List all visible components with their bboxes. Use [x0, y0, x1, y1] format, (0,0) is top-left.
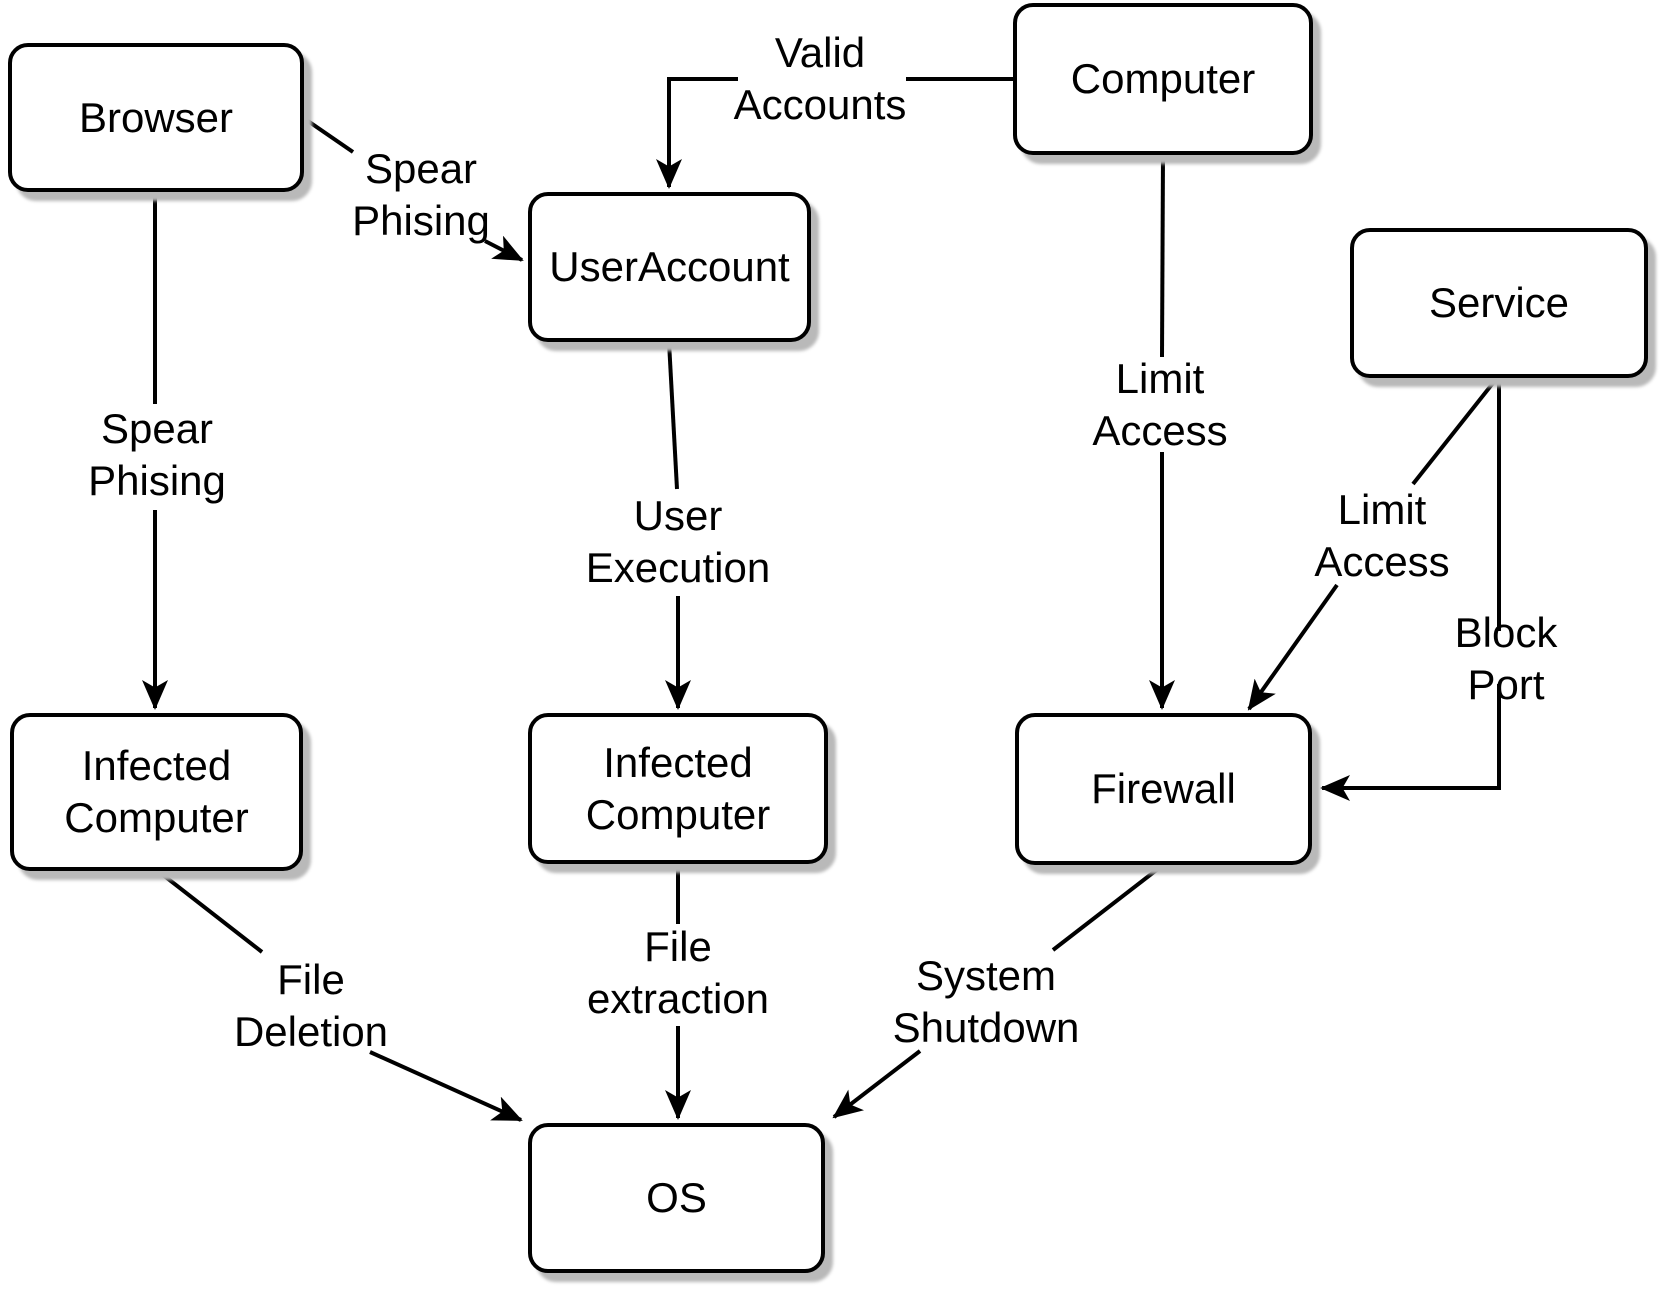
- node-infected-computer-left[interactable]: Infected Computer: [10, 713, 303, 871]
- edge-computer-firewall-seg1: [1160, 154, 1165, 358]
- edge-browser-useraccount-seg2: [484, 235, 524, 262]
- edge-label-limit-access-computer: Limit Access: [1092, 355, 1228, 454]
- node-useraccount-label: UserAccount: [549, 243, 790, 290]
- node-infected-computer-center-label: Infected Computer: [585, 738, 771, 838]
- node-os[interactable]: OS: [528, 1123, 825, 1273]
- edge-computer-useraccount-seg2: [656, 77, 738, 189]
- node-firewall[interactable]: Firewall: [1015, 713, 1312, 865]
- edge-infectedleft-os-seg2: [369, 1050, 523, 1122]
- node-service[interactable]: Service: [1350, 228, 1648, 378]
- edge-label-user-execution: User Execution: [585, 492, 771, 591]
- edge-label-system-shutdown: System Shutdown: [892, 952, 1080, 1051]
- edge-label-file-extraction: File extraction: [586, 923, 770, 1022]
- node-infected-computer-left-label: Infected Computer: [64, 742, 249, 841]
- node-browser-label: Browser: [78, 93, 234, 141]
- edge-label-limit-access-service: Limit Access: [1314, 486, 1450, 585]
- edge-firewall-os-seg2: [832, 1049, 922, 1119]
- edge-infectedleft-os-seg1: [156, 869, 264, 954]
- node-firewall-label: Firewall: [1091, 765, 1236, 812]
- edge-label-block-port: Block Port: [1454, 609, 1558, 708]
- edge-label-spear-phising-useraccount: Spear Phising: [352, 145, 490, 244]
- edge-useraccount-infectedcenter-seg1: [667, 341, 679, 490]
- edge-browser-useraccount-seg1: [303, 117, 355, 154]
- edge-label-spear-phising-infected: Spear Phising: [88, 405, 226, 504]
- edge-service-firewall-limitaccess-seg1: [1411, 376, 1499, 486]
- node-os-label: OS: [646, 1174, 707, 1221]
- node-service-label: Service: [1428, 279, 1570, 326]
- edge-service-firewall-limitaccess-seg2: [1247, 583, 1339, 711]
- node-computer[interactable]: Computer: [1013, 3, 1313, 155]
- node-useraccount[interactable]: UserAccount: [528, 192, 811, 342]
- edge-firewall-os-seg1: [1051, 863, 1165, 952]
- edge-label-file-deletion: File Deletion: [233, 956, 389, 1055]
- node-computer-label: Computer: [1070, 55, 1256, 102]
- edge-service-firewall-blockport-seg2: [1320, 684, 1501, 801]
- node-browser[interactable]: Browser: [8, 43, 304, 192]
- edge-label-valid-accounts: Valid Accounts: [733, 29, 907, 128]
- node-infected-computer-center[interactable]: Infected Computer: [528, 713, 828, 864]
